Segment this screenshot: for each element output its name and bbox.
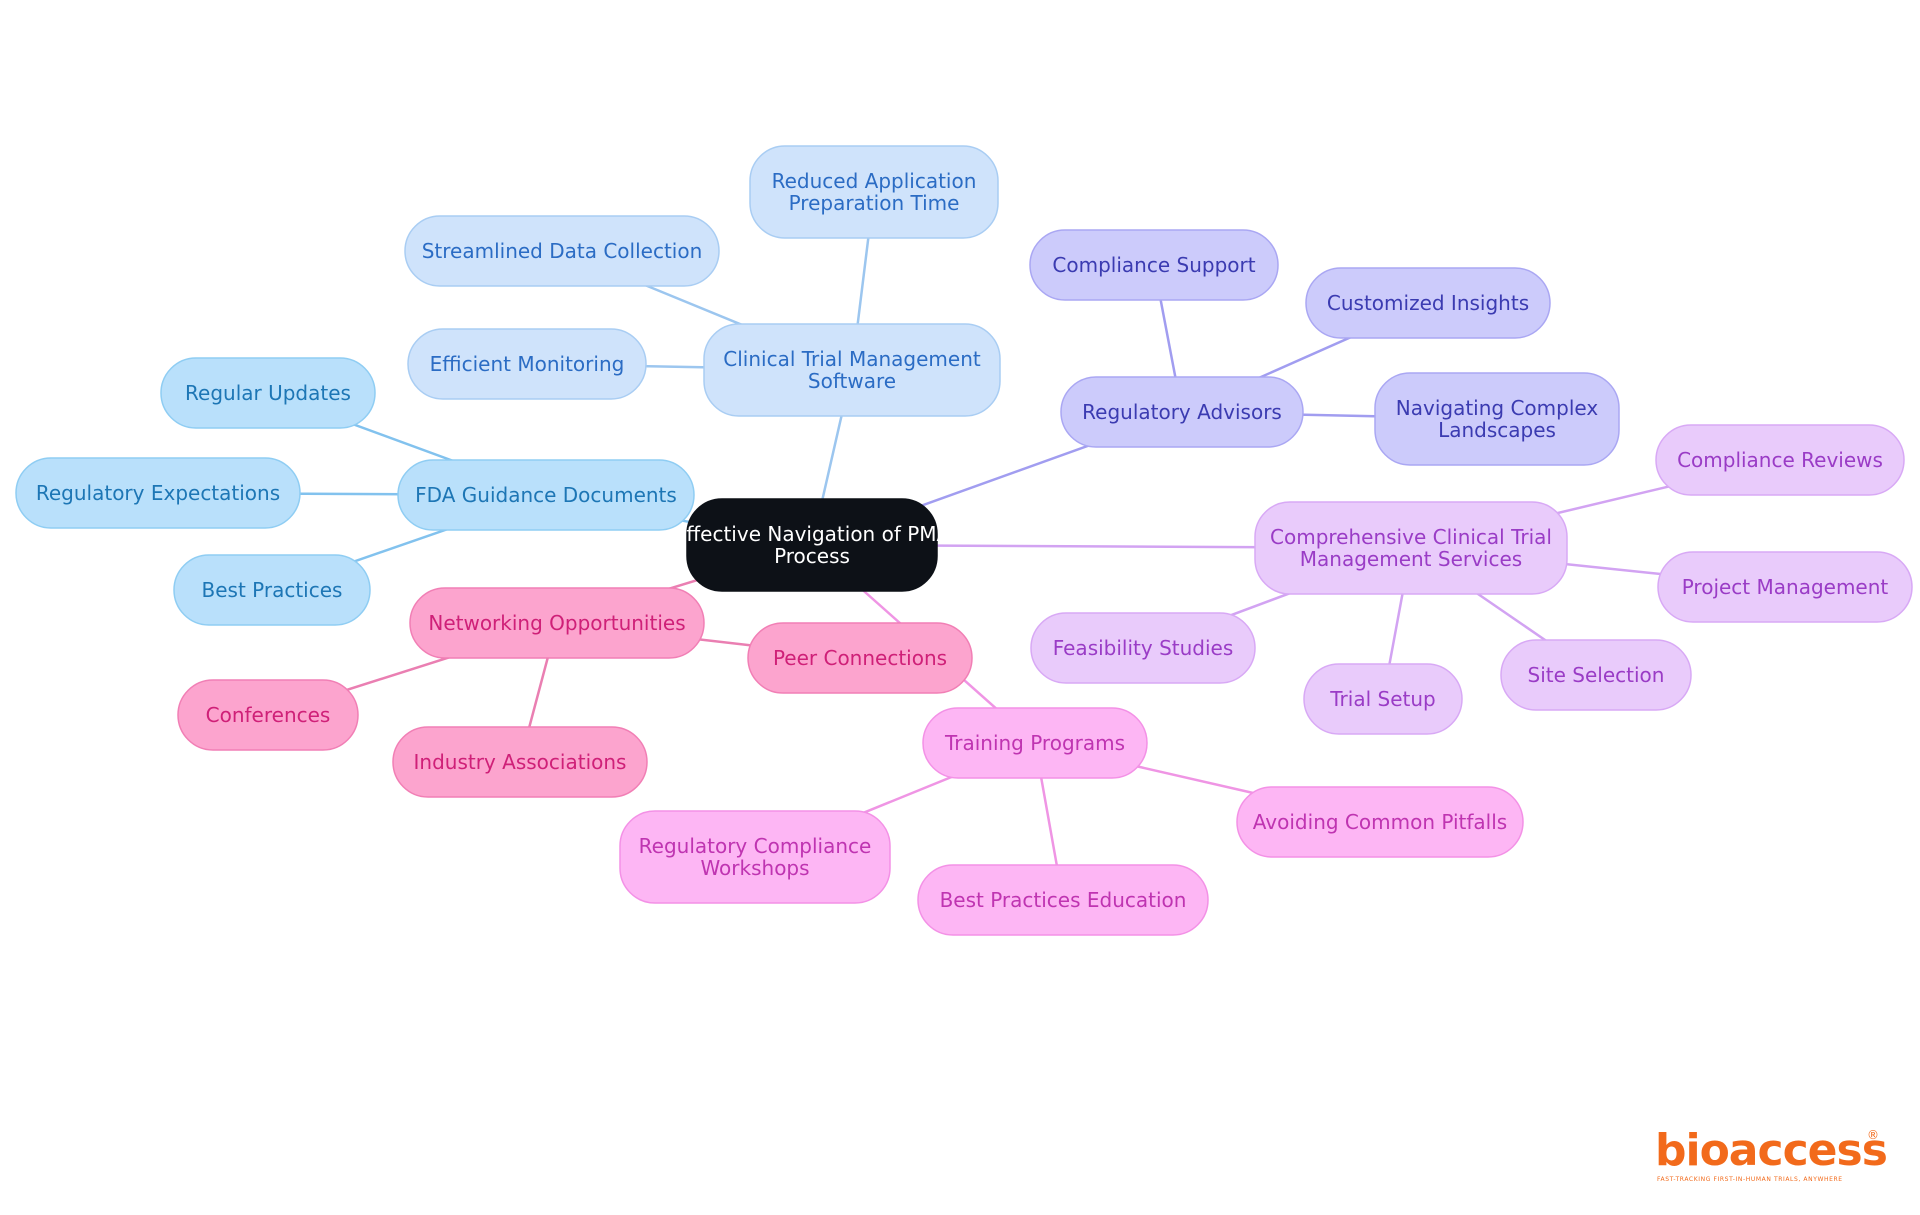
leaf-node-conferences: Conferences <box>177 679 359 751</box>
leaf-node-best-practices: Best Practices <box>173 554 371 626</box>
leaf-node-customized-insights-label: Customized Insights <box>1327 291 1529 315</box>
leaf-node-streamlined-data-label: Streamlined Data Collection <box>422 239 703 263</box>
leaf-node-best-practices-label: Best Practices <box>202 578 343 602</box>
branch-node-training: Training Programs <box>922 707 1148 779</box>
leaf-node-customized-insights: Customized Insights <box>1305 267 1551 339</box>
leaf-node-avoiding-pitfalls-box <box>1236 786 1524 858</box>
branch-node-clinical-services-label: Comprehensive Clinical Trial <box>1270 525 1552 549</box>
branch-node-clinical-software-box <box>703 323 1001 417</box>
leaf-node-compliance-reviews: Compliance Reviews <box>1655 424 1905 496</box>
leaf-node-compliance-support-label: Compliance Support <box>1052 253 1255 277</box>
branch-node-fda-guidance-box <box>397 459 695 531</box>
root-node-box <box>686 498 938 592</box>
branch-node-clinical-services-label: Management Services <box>1300 547 1522 571</box>
leaf-node-project-management-box <box>1657 551 1913 623</box>
logo-wordmark: bioaccess <box>1655 1125 1888 1176</box>
leaf-node-compliance-workshops-box <box>619 810 891 904</box>
leaf-node-streamlined-data-box <box>404 215 720 287</box>
branch-node-clinical-software-label: Clinical Trial Management <box>723 347 981 371</box>
leaf-node-reduced-prep-time-label: Preparation Time <box>789 191 960 215</box>
leaf-node-peer-connections-label: Peer Connections <box>773 646 947 670</box>
leaf-node-site-selection-label: Site Selection <box>1528 663 1665 687</box>
branch-node-networking-label: Networking Opportunities <box>428 611 685 635</box>
branch-node-fda-guidance: FDA Guidance Documents <box>397 459 695 531</box>
branch-node-training-label: Training Programs <box>944 731 1125 755</box>
leaf-node-best-practices-box <box>173 554 371 626</box>
leaf-node-project-management-label: Project Management <box>1682 575 1889 599</box>
leaf-node-compliance-workshops-label: Regulatory Compliance <box>639 834 872 858</box>
branch-node-training-box <box>922 707 1148 779</box>
leaf-node-peer-connections: Peer Connections <box>747 622 973 694</box>
leaf-node-customized-insights-box <box>1305 267 1551 339</box>
branch-node-regulatory-advisors-box <box>1060 376 1304 448</box>
root-node-label: Effective Navigation of PMA <box>674 522 951 546</box>
leaf-node-trial-setup-label: Trial Setup <box>1329 687 1435 711</box>
leaf-node-peer-connections-box <box>747 622 973 694</box>
leaf-node-avoiding-pitfalls-label: Avoiding Common Pitfalls <box>1253 810 1507 834</box>
logo-registered-mark: ® <box>1867 1128 1879 1142</box>
leaf-node-feasibility-studies: Feasibility Studies <box>1030 612 1256 684</box>
leaf-node-feasibility-studies-box <box>1030 612 1256 684</box>
branch-node-regulatory-advisors-label: Regulatory Advisors <box>1082 400 1282 424</box>
leaf-node-compliance-workshops-label: Workshops <box>700 856 809 880</box>
leaf-node-compliance-support-box <box>1029 229 1279 301</box>
leaf-node-industry-associations-label: Industry Associations <box>414 750 627 774</box>
leaf-node-efficient-monitoring: Efficient Monitoring <box>407 328 647 400</box>
leaf-node-site-selection-box <box>1500 639 1692 711</box>
leaf-node-navigating-landscapes-label: Navigating Complex <box>1396 396 1599 420</box>
branch-node-regulatory-advisors: Regulatory Advisors <box>1060 376 1304 448</box>
branch-node-clinical-services-box <box>1254 501 1568 595</box>
branch-node-networking: Networking Opportunities <box>409 587 705 659</box>
leaf-node-conferences-label: Conferences <box>206 703 331 727</box>
branch-node-clinical-software-label: Software <box>808 369 896 393</box>
leaf-node-site-selection: Site Selection <box>1500 639 1692 711</box>
leaf-node-project-management: Project Management <box>1657 551 1913 623</box>
leaf-node-navigating-landscapes-box <box>1374 372 1620 466</box>
leaf-node-regular-updates-label: Regular Updates <box>185 381 351 405</box>
leaf-node-best-practices-education: Best Practices Education <box>917 864 1209 936</box>
root-node-label: Process <box>774 544 850 568</box>
leaf-node-best-practices-education-box <box>917 864 1209 936</box>
leaf-node-regular-updates: Regular Updates <box>160 357 376 429</box>
leaf-node-regular-updates-box <box>160 357 376 429</box>
branch-node-fda-guidance-label: FDA Guidance Documents <box>415 483 677 507</box>
leaf-node-compliance-reviews-label: Compliance Reviews <box>1677 448 1883 472</box>
leaf-node-best-practices-education-label: Best Practices Education <box>940 888 1187 912</box>
leaf-node-trial-setup-box <box>1303 663 1463 735</box>
leaf-node-conferences-box <box>177 679 359 751</box>
leaf-node-streamlined-data: Streamlined Data Collection <box>404 215 720 287</box>
leaf-node-compliance-support: Compliance Support <box>1029 229 1279 301</box>
leaf-node-regulatory-expectations-label: Regulatory Expectations <box>36 481 280 505</box>
leaf-node-regulatory-expectations-box <box>15 457 301 529</box>
leaf-node-navigating-landscapes-label: Landscapes <box>1438 418 1556 442</box>
leaf-node-feasibility-studies-label: Feasibility Studies <box>1053 636 1234 660</box>
leaf-node-compliance-reviews-box <box>1655 424 1905 496</box>
logo-tagline: FAST-TRACKING FIRST-IN-HUMAN TRIALS, ANY… <box>1657 1176 1843 1183</box>
leaf-node-reduced-prep-time-label: Reduced Application <box>772 169 977 193</box>
leaf-node-efficient-monitoring-label: Efficient Monitoring <box>430 352 625 376</box>
leaf-node-efficient-monitoring-box <box>407 328 647 400</box>
leaf-node-reduced-prep-time-box <box>749 145 999 239</box>
leaf-node-avoiding-pitfalls: Avoiding Common Pitfalls <box>1236 786 1524 858</box>
leaf-node-industry-associations: Industry Associations <box>392 726 648 798</box>
branch-node-networking-box <box>409 587 705 659</box>
leaf-node-trial-setup: Trial Setup <box>1303 663 1463 735</box>
leaf-node-industry-associations-box <box>392 726 648 798</box>
leaf-node-regulatory-expectations: Regulatory Expectations <box>15 457 301 529</box>
bioaccess-logo: bioaccess ® FAST-TRACKING FIRST-IN-HUMAN… <box>1655 1126 1895 1186</box>
